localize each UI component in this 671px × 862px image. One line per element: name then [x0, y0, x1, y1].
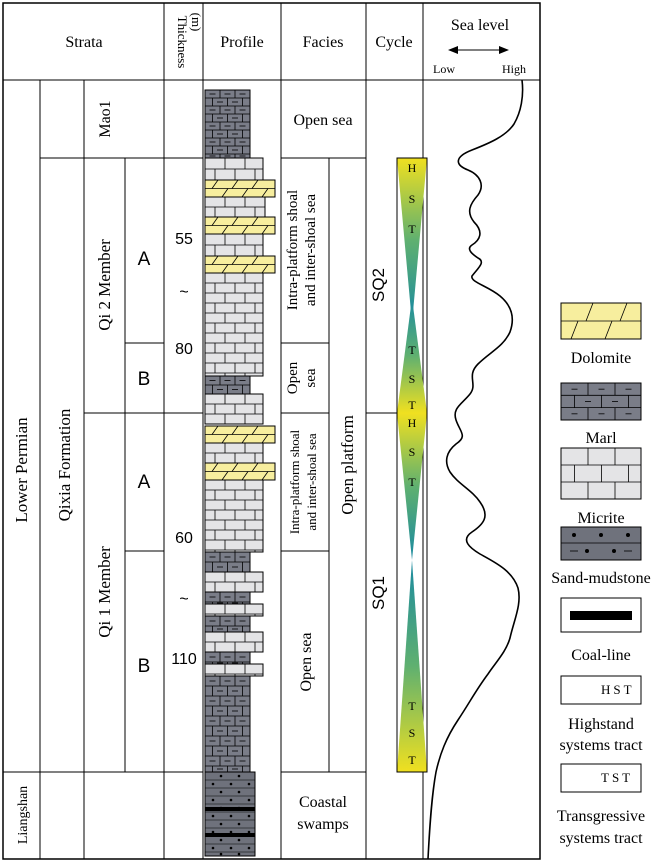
sq1-tst-s: S: [409, 726, 416, 740]
facies-shoal-top-line2: and inter-shoal sea: [303, 194, 319, 306]
sequence-sq2: SQ2: [369, 268, 388, 302]
sq1-hst-h: H: [408, 416, 417, 430]
sq1-tst-triangle: [397, 560, 427, 772]
qi1-sub-b: B: [138, 656, 151, 677]
legend-label-sand-mudstone: Sand-mudstone: [551, 570, 651, 587]
legend-swatch-sand-mudstone: [560, 526, 642, 561]
header: Strata Profile Facies Cycle Sea level Lo…: [65, 13, 526, 76]
thickness-qi2-tilde: ~: [179, 284, 188, 301]
sea-level-header: Sea level: [451, 17, 510, 34]
facies-open-sea-top: Open sea: [293, 112, 352, 129]
sea-level-low: Low: [433, 62, 455, 76]
qi1-sub-a: A: [138, 472, 151, 493]
legend-label-tst-line2: systems tract: [559, 830, 643, 847]
profile-header: Profile: [220, 34, 264, 51]
cycle-header: Cycle: [375, 34, 412, 51]
legend-label-marl: Marl: [585, 430, 617, 447]
sq2-hst-s: S: [409, 192, 416, 206]
sq1-tst-t1: T: [408, 699, 416, 713]
facies-open-sea-low: Open sea: [298, 632, 315, 691]
sq1-hst-s: S: [409, 445, 416, 459]
sq2-hst-h: H: [408, 161, 417, 175]
facies-coastal-line2: swamps: [297, 816, 349, 833]
legend-swatch-hst: [560, 675, 642, 705]
thickness-header: Thickness: [175, 16, 190, 69]
facies-shoal-top-line1: Intra-platform shoal: [285, 190, 301, 310]
sequence-sq1: SQ1: [369, 576, 388, 610]
facies-coastal-line1: Coastal: [299, 794, 348, 811]
legend: [560, 302, 642, 793]
qi2-sub-a: A: [138, 249, 151, 270]
low-high-arrow-icon: [448, 46, 509, 54]
facies-header: Facies: [303, 34, 344, 51]
sq2-hst-triangle: [397, 158, 427, 323]
formation-liangshan: Liangshan: [16, 786, 31, 844]
sea-level-curve: [427, 79, 524, 860]
facies-open-sea-mid-line1: Open: [285, 361, 301, 394]
thickness-qi1-min: 60: [175, 530, 193, 547]
legend-box-tst: TST: [601, 770, 633, 785]
facies-open-sea-mid-line2: sea: [303, 368, 319, 387]
sq2-tst-t2: T: [408, 398, 416, 412]
qi2-sub-b: B: [138, 369, 151, 390]
legend-label-tst-line1: Transgressive: [557, 808, 645, 825]
member-mao1: Mao1: [97, 100, 114, 137]
member-qi2: Qi 2 Member: [95, 239, 114, 331]
formation-qixia: Qixia Formation: [55, 408, 74, 521]
sq1-tst-t2: T: [408, 753, 416, 767]
thickness-unit: (m): [189, 13, 204, 32]
sea-level-high: High: [502, 62, 526, 76]
table-frame: [2, 2, 541, 860]
sq2-hst-t: T: [408, 222, 416, 236]
strata-header: Strata: [65, 34, 102, 51]
sq1-hst-triangle: [397, 413, 427, 560]
sq2-tst-s: S: [409, 372, 416, 386]
lithology-profile: [204, 89, 276, 857]
legend-swatch-micrite: [560, 447, 642, 500]
thickness-qi1-max: 110: [171, 651, 197, 668]
legend-swatch-tst: [560, 763, 642, 793]
sq2-tst-t1: T: [408, 343, 416, 357]
member-qi1: Qi 1 Member: [95, 546, 114, 638]
legend-swatch-marl: [560, 382, 642, 421]
legend-swatch-dolomite: [560, 302, 642, 340]
facies-open-platform: Open platform: [338, 415, 357, 515]
legend-label-coal-line: Coal-line: [571, 647, 631, 664]
sq2-tst-triangle: [397, 298, 427, 413]
series-lower-permian: Lower Permian: [12, 417, 31, 523]
thickness-qi2-min: 55: [175, 231, 193, 248]
sq1-hst-t: T: [408, 475, 416, 489]
legend-box-hst: HST: [601, 682, 635, 697]
thickness-qi2-max: 80: [175, 341, 193, 358]
legend-label-hst-line1: Highstand: [568, 716, 634, 733]
legend-label-micrite: Micrite: [577, 510, 624, 527]
legend-label-hst-line2: systems tract: [559, 737, 643, 754]
cycle-triangles: [396, 157, 428, 773]
legend-label-dolomite: Dolomite: [571, 350, 631, 367]
facies-shoal-low-line2: and inter-shoal sea: [304, 433, 319, 530]
facies-shoal-low-line1: Intra-platform shoal: [287, 429, 302, 534]
legend-swatch-coal-line: [560, 597, 642, 633]
thickness-qi1-tilde: ~: [179, 591, 188, 608]
